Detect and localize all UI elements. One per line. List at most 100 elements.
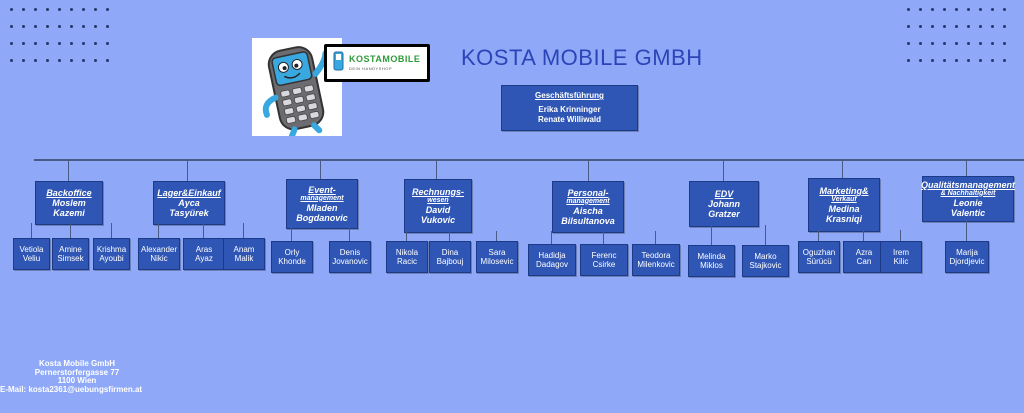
- dot: [70, 8, 73, 11]
- dot: [106, 42, 109, 45]
- dot: [967, 42, 970, 45]
- dot: [10, 25, 13, 28]
- employee-name: Hadidja: [538, 251, 566, 260]
- dot: [106, 25, 109, 28]
- department-lead: Mladen: [306, 202, 338, 213]
- department-subtitle: Verkauf: [831, 195, 857, 203]
- dot: [931, 8, 934, 11]
- dot: [1003, 59, 1006, 62]
- department-lead: Krasniqi: [825, 213, 862, 224]
- footer-street: Pernerstorfergasse 77: [34, 367, 120, 377]
- employee-connector: [291, 227, 292, 241]
- employee-name: Djordjevic: [949, 257, 985, 266]
- dot: [955, 25, 958, 28]
- dot: [907, 25, 910, 28]
- employee-connector: [158, 223, 159, 238]
- dot: [106, 59, 109, 62]
- dot: [82, 8, 85, 11]
- dot: [22, 25, 25, 28]
- employee-name: Sürücü: [806, 257, 832, 266]
- employee-name: Khonde: [278, 257, 306, 266]
- employee-connector: [69, 223, 71, 238]
- employee-name: Ferenc: [591, 251, 617, 260]
- dot-grid-right: [907, 8, 1015, 76]
- employee-name: Dina: [441, 248, 459, 257]
- dot: [919, 42, 922, 45]
- dot: [58, 59, 61, 62]
- dot: [10, 8, 13, 11]
- department-title: Rechnungs-: [411, 186, 464, 197]
- dot: [979, 59, 982, 62]
- employee-name: Aras: [195, 245, 213, 254]
- employee-connector: [349, 227, 350, 241]
- department-lead: Medina: [828, 203, 860, 214]
- employee-name: Marija: [956, 248, 978, 257]
- department-title: Backoffice: [46, 187, 92, 198]
- dot: [94, 42, 97, 45]
- dot: [919, 25, 922, 28]
- employee-name: Oguzhan: [802, 248, 836, 257]
- employee-name: Malik: [234, 254, 254, 263]
- brand-sign: KOSTAMOBILE DEIN HANDYSHOP: [324, 44, 430, 82]
- department-title: Event-: [308, 184, 336, 195]
- dot: [991, 8, 994, 11]
- employee-name: Milosevic: [480, 257, 514, 266]
- employee-name: Teodora: [641, 251, 671, 260]
- dot: [46, 59, 49, 62]
- dot: [931, 42, 934, 45]
- dot: [22, 42, 25, 45]
- employee-name: Kilic: [893, 257, 909, 266]
- dot: [34, 25, 37, 28]
- dot: [82, 42, 85, 45]
- dot: [70, 59, 73, 62]
- employee-name: Irem: [893, 248, 909, 257]
- dot: [94, 59, 97, 62]
- dot: [967, 59, 970, 62]
- dot: [979, 25, 982, 28]
- employee-connector: [30, 223, 32, 238]
- employee-connector: [603, 231, 604, 244]
- dot: [46, 8, 49, 11]
- employee-connector: [966, 220, 967, 241]
- management-box: Geschäftsführung Erika Krinninger Renate…: [501, 85, 638, 131]
- dot: [979, 8, 982, 11]
- department-lead: Moslem: [52, 197, 86, 208]
- dot: [70, 42, 73, 45]
- employee-name: Orly: [284, 248, 300, 257]
- employee-connector: [710, 225, 712, 245]
- employee-name: Sara: [488, 248, 506, 257]
- dot: [58, 8, 61, 11]
- employee-connector: [449, 231, 450, 241]
- dot: [943, 42, 946, 45]
- employee-name: Bajbouj: [436, 257, 464, 266]
- dot: [967, 25, 970, 28]
- department-lead: Leonie: [953, 197, 983, 208]
- employee-name: Nikola: [395, 248, 419, 257]
- dept-connector: [320, 160, 321, 179]
- phone-mascot-icon: [262, 46, 329, 140]
- page-title: KOSTA MOBILE GMBH: [461, 45, 703, 70]
- org-main-line: [34, 159, 1024, 161]
- department-lead: Aischa: [573, 205, 603, 216]
- footer-email: E-Mail: kosta2361@uebungsfirmen.at: [0, 384, 143, 394]
- employee-name: Can: [856, 257, 872, 266]
- department-subtitle: management: [566, 197, 610, 205]
- department-title: EDV: [714, 188, 734, 199]
- employee-name: Alexander: [140, 245, 178, 254]
- dot: [907, 8, 910, 11]
- department-lead: David: [425, 204, 451, 215]
- dot: [34, 8, 37, 11]
